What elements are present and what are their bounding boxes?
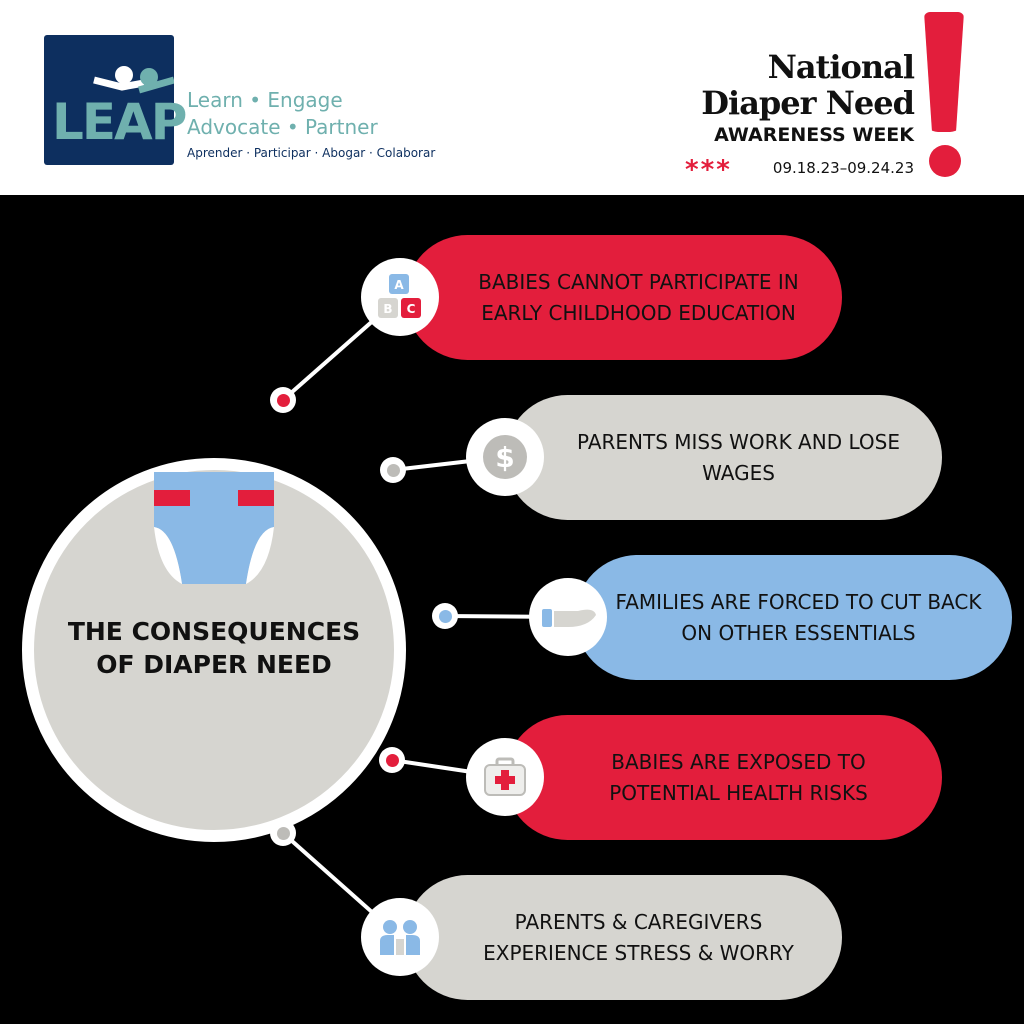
item-text: PARENTS MISS WORK AND LOSE WAGES — [577, 429, 900, 485]
first-aid-kit-icon — [466, 738, 544, 816]
children-icon — [93, 66, 175, 94]
svg-text:B: B — [383, 302, 392, 316]
leap-logo: LEAP — [44, 35, 187, 165]
event-title: National — [767, 48, 915, 86]
item-text: FAMILIES ARE FORCED TO CUT BACK ON OTHER… — [615, 589, 982, 645]
node-dot — [379, 747, 405, 773]
svg-text:A: A — [394, 278, 404, 292]
node-dot — [380, 457, 406, 483]
item-text: BABIES ARE EXPOSED TO POTENTIAL HEALTH R… — [609, 749, 868, 805]
event-subtitle: AWARENESS WEEK — [714, 124, 914, 146]
exclamation-icon — [924, 12, 964, 132]
tagline-spanish: Aprender · Participar · Abogar · Colabor… — [187, 146, 436, 160]
node-dot — [432, 603, 458, 629]
svg-text:C: C — [407, 302, 416, 316]
tagline: Learn • Engage — [187, 88, 343, 112]
consequence-education: BABIES CANNOT PARTICIPATE IN EARLY CHILD… — [405, 235, 842, 360]
exclamation-dot — [929, 145, 961, 177]
hand-icon — [529, 578, 607, 656]
tagline: Advocate • Partner — [187, 115, 378, 139]
consequence-essentials: FAMILIES ARE FORCED TO CUT BACK ON OTHER… — [575, 555, 1012, 680]
consequence-stress: PARENTS & CAREGIVERS EXPERIENCE STRESS &… — [405, 875, 842, 1000]
item-text: PARENTS & CAREGIVERS EXPERIENCE STRESS &… — [483, 909, 794, 965]
consequence-wages: PARENTS MISS WORK AND LOSE WAGES — [505, 395, 942, 520]
event-dates: 09.18.23–09.24.23 — [772, 159, 914, 177]
center-circle: THE CONSEQUENCES OF DIAPER NEED — [22, 458, 406, 842]
center-title: THE CONSEQUENCES OF DIAPER NEED — [67, 617, 361, 679]
node-dot — [270, 387, 296, 413]
people-icon — [361, 898, 439, 976]
dollar-icon: $ — [466, 418, 544, 496]
event-title: Diaper Need — [701, 84, 915, 122]
diaper-icon — [154, 472, 274, 584]
svg-text:$: $ — [495, 441, 514, 474]
stars-icon: *** — [685, 155, 732, 185]
leap-wordmark: LEAP — [52, 93, 187, 151]
header: LEAP Learn • Engage Advocate • Partner A… — [0, 0, 1024, 195]
node-dot — [270, 820, 296, 846]
consequence-health: BABIES ARE EXPOSED TO POTENTIAL HEALTH R… — [505, 715, 942, 840]
item-text: BABIES CANNOT PARTICIPATE IN EARLY CHILD… — [478, 269, 799, 325]
